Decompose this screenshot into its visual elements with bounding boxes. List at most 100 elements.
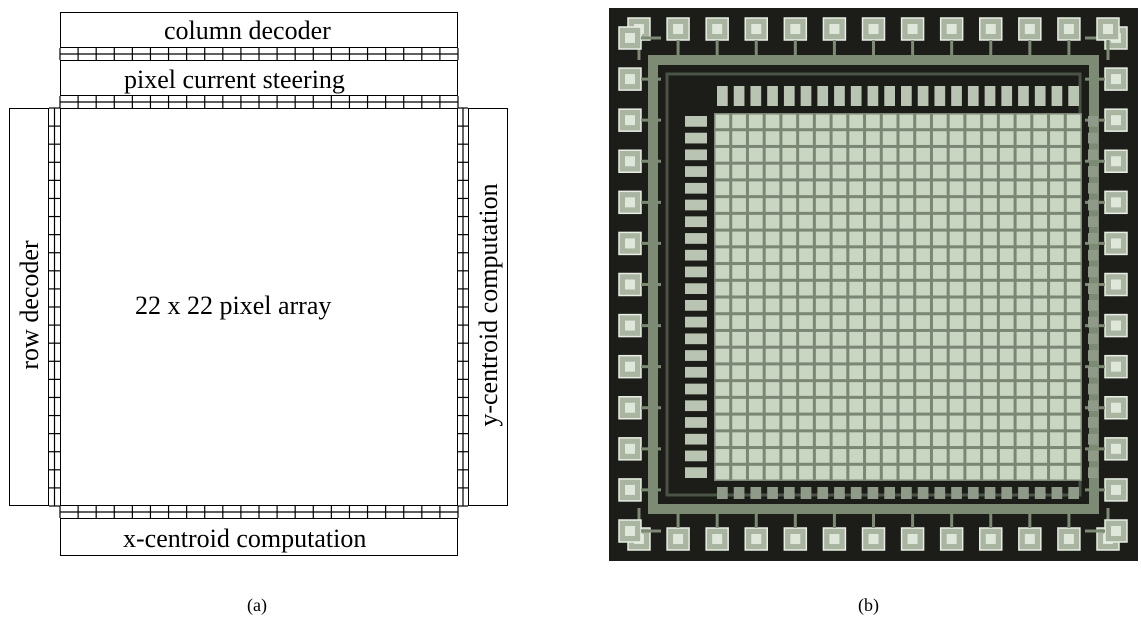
pixel — [1033, 449, 1047, 463]
pixel — [1017, 248, 1031, 262]
pixel — [716, 416, 730, 430]
pixel — [716, 449, 730, 463]
pixel — [833, 215, 847, 229]
pixel — [732, 466, 746, 480]
pixel — [849, 332, 863, 346]
pixel — [866, 115, 880, 129]
x-centroid-cell — [717, 487, 728, 499]
pixel — [849, 198, 863, 212]
pixel — [966, 332, 980, 346]
column-decoder-cell — [1035, 86, 1046, 106]
pixel — [799, 365, 813, 379]
pixel — [866, 282, 880, 296]
pixel — [766, 115, 780, 129]
pixel — [799, 432, 813, 446]
pixel — [1000, 215, 1014, 229]
pixel — [983, 181, 997, 195]
y-centroid-cell — [1088, 400, 1098, 411]
pixel — [866, 332, 880, 346]
row-decoder-cell — [685, 216, 707, 227]
column-decoder-cell — [717, 86, 728, 106]
pixel — [916, 215, 930, 229]
pixel — [983, 115, 997, 129]
pixel — [1033, 232, 1047, 246]
pixel — [933, 449, 947, 463]
pixel — [950, 299, 964, 313]
pixel — [782, 299, 796, 313]
pixel — [799, 265, 813, 279]
pixel — [866, 432, 880, 446]
pixel — [1000, 432, 1014, 446]
pixel — [716, 215, 730, 229]
pixel — [849, 148, 863, 162]
pixel — [782, 232, 796, 246]
row-decoder-cell — [685, 133, 707, 144]
pixel — [866, 382, 880, 396]
column-decoder-cell — [784, 86, 795, 106]
pixel — [900, 198, 914, 212]
pixel — [900, 148, 914, 162]
pixel — [1067, 148, 1081, 162]
pixel — [782, 432, 796, 446]
pixel — [1033, 365, 1047, 379]
pixel — [966, 365, 980, 379]
column-decoder-cell — [767, 86, 778, 106]
pixel — [782, 466, 796, 480]
pixel — [1050, 332, 1064, 346]
y-centroid-cell — [1088, 250, 1098, 261]
pixel — [1033, 148, 1047, 162]
pixel — [849, 115, 863, 129]
row-decoder-cell — [685, 350, 707, 361]
pixel — [833, 365, 847, 379]
pixel — [900, 165, 914, 179]
pixel — [983, 232, 997, 246]
pixel — [966, 449, 980, 463]
pixel — [1017, 365, 1031, 379]
pixel — [732, 299, 746, 313]
pixel — [933, 248, 947, 262]
x-centroid-cell — [734, 487, 745, 499]
pixel — [1017, 432, 1031, 446]
pixel — [983, 248, 997, 262]
pixel — [1050, 265, 1064, 279]
y-centroid-cell — [1088, 451, 1098, 462]
pixel — [849, 181, 863, 195]
pixel — [883, 349, 897, 363]
pixel — [966, 282, 980, 296]
pixel — [933, 165, 947, 179]
pixel — [1000, 382, 1014, 396]
pixel — [1017, 449, 1031, 463]
pixel — [799, 315, 813, 329]
pixel — [799, 248, 813, 262]
x-centroid-cell — [918, 487, 929, 499]
pixel — [950, 131, 964, 145]
pixel — [950, 365, 964, 379]
pixel — [1000, 299, 1014, 313]
pixel — [1000, 181, 1014, 195]
pixel — [1000, 131, 1014, 145]
pixel — [950, 282, 964, 296]
pixel — [833, 115, 847, 129]
x-centroid-cell — [1001, 487, 1012, 499]
pixel — [799, 131, 813, 145]
y-centroid-cell — [1088, 216, 1098, 227]
pixel — [1067, 232, 1081, 246]
pixel — [782, 248, 796, 262]
pixel — [1033, 399, 1047, 413]
pixel — [749, 365, 763, 379]
pixel — [799, 215, 813, 229]
pixel — [716, 181, 730, 195]
pixel — [1050, 349, 1064, 363]
pixel — [1000, 349, 1014, 363]
pixel — [1067, 299, 1081, 313]
pixel — [1067, 382, 1081, 396]
pixel — [833, 265, 847, 279]
pixel — [799, 332, 813, 346]
pixel — [799, 382, 813, 396]
pixel — [1000, 232, 1014, 246]
pixel — [983, 416, 997, 430]
pixel — [1017, 466, 1031, 480]
pixel — [916, 382, 930, 396]
pixel — [983, 215, 997, 229]
x-centroid-cell — [901, 487, 912, 499]
